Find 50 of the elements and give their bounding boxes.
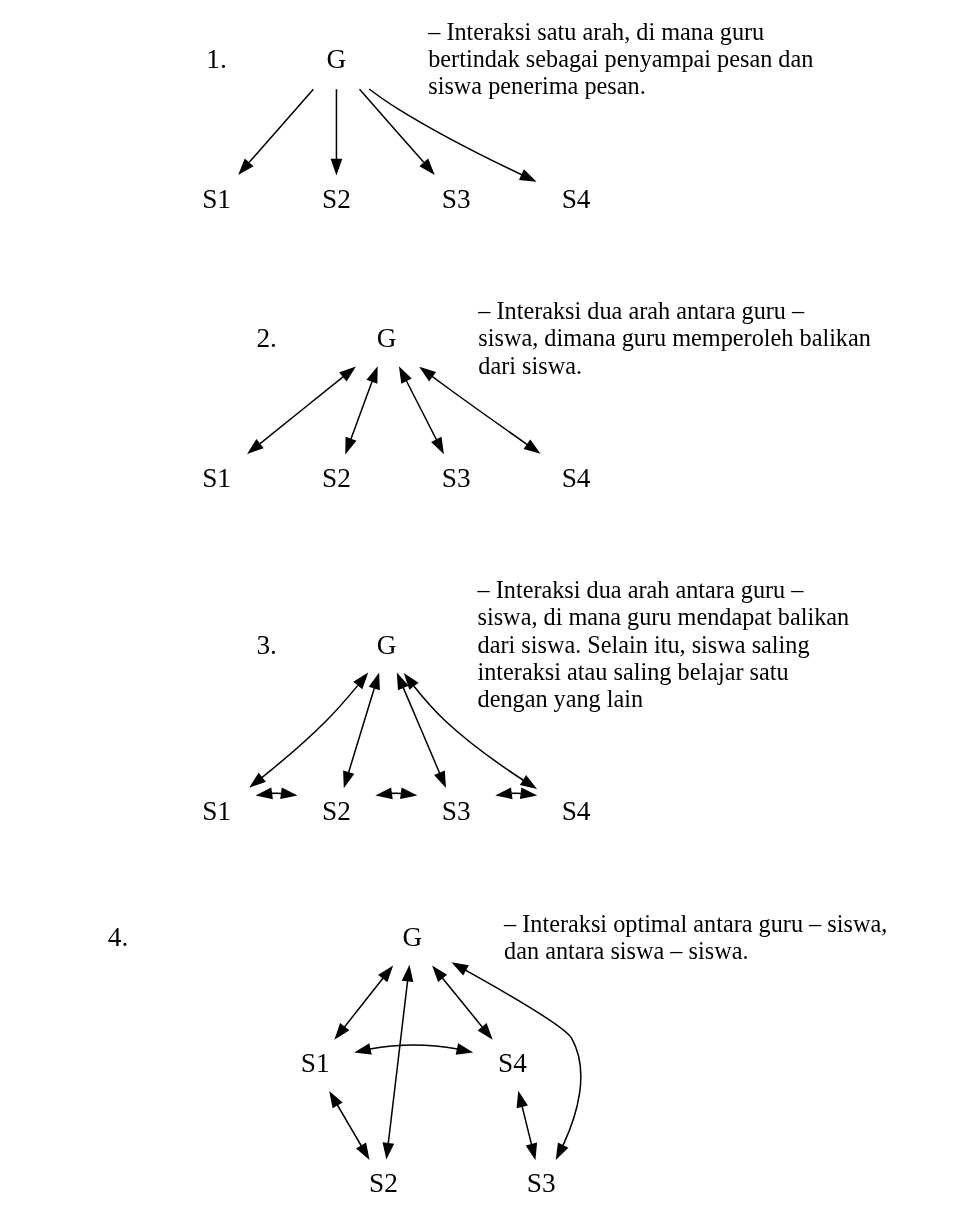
arrow xyxy=(248,672,368,788)
node-text: S3 xyxy=(526,1168,556,1199)
arrow xyxy=(398,366,444,455)
node-text: S2 xyxy=(321,796,351,827)
node-text: G xyxy=(376,323,396,354)
arrow xyxy=(418,366,541,454)
node-text: S2 xyxy=(321,183,351,214)
arrow xyxy=(382,964,413,1160)
arrow xyxy=(330,88,342,176)
arrow xyxy=(374,787,417,800)
arrow xyxy=(403,673,537,790)
node-text: S3 xyxy=(441,183,471,214)
label: 2. xyxy=(255,323,277,354)
label: 4. xyxy=(107,922,128,953)
node-text: S3 xyxy=(441,462,471,493)
arrow xyxy=(328,1091,370,1160)
arrow xyxy=(344,366,378,455)
arrow xyxy=(246,366,356,455)
node-text: S1 xyxy=(201,183,231,214)
label: 1. xyxy=(205,44,227,75)
arrow xyxy=(237,88,314,175)
node-text: S4 xyxy=(561,796,591,827)
arrow xyxy=(333,965,393,1040)
node-text: S1 xyxy=(201,796,231,827)
arrow xyxy=(431,965,493,1040)
arrow xyxy=(516,1090,537,1161)
arrow xyxy=(396,672,446,789)
node-text: S2 xyxy=(321,462,351,493)
node-text: S4 xyxy=(561,462,591,493)
arrow xyxy=(494,787,537,800)
label: – Interaksi satu arah, di mana guru bertindak sebagai penyampai pesan dan siswa penerima pesan. xyxy=(427,17,813,100)
arrow xyxy=(255,787,298,800)
node-text: S1 xyxy=(300,1048,330,1079)
arrow xyxy=(358,88,435,175)
node-text: S3 xyxy=(441,796,471,827)
node-text: G xyxy=(401,922,422,953)
node-text: S4 xyxy=(561,183,591,214)
arrow xyxy=(450,962,582,1161)
label: – Interaksi dua arah antara guru – siswa, dimana guru memperoleh balikan dari siswa. xyxy=(477,296,871,379)
label: – Interaksi optimal antara guru – siswa, dan antara siswa – siswa. xyxy=(503,909,887,965)
label: – Interaksi dua arah antara guru – siswa, di mana guru mendapat balikan dari siswa. Selain itu, siswa saling interaksi atau saling belajar satu dengan yang lain xyxy=(477,576,849,713)
arrow xyxy=(342,672,380,789)
node-text: S4 xyxy=(497,1048,527,1079)
node-text: S1 xyxy=(201,462,231,493)
node-text: G xyxy=(326,44,346,75)
node-text: S2 xyxy=(368,1168,398,1199)
label: 3. xyxy=(255,629,277,660)
arrow xyxy=(353,1043,473,1055)
arrow xyxy=(367,88,537,182)
node-text: G xyxy=(376,629,396,660)
